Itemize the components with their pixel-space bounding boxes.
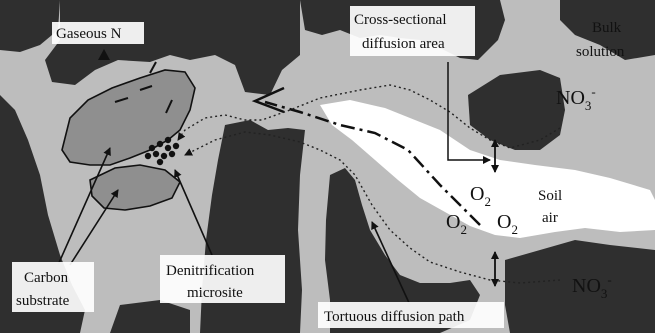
soil-air-label-line2: air [542, 210, 558, 226]
denit-label-line2: microsite [187, 285, 243, 301]
cross-sectional-label-line2: diffusion area [362, 36, 445, 52]
cross-sectional-label-line1: Cross-sectional [354, 12, 446, 28]
bulk-label-line2: solution [576, 44, 625, 60]
carbon-label-line1: Carbon [24, 270, 69, 286]
soil-air-label-line1: Soil [538, 188, 562, 204]
carbon-label-line2: substrate [16, 293, 70, 309]
bulk-label-line1: Bulk [592, 20, 622, 36]
tortuous-path-label: Tortuous diffusion path [324, 309, 465, 325]
gaseous-n-label: Gaseous N [56, 26, 122, 42]
denit-label-line1: Denitrification [166, 263, 255, 279]
